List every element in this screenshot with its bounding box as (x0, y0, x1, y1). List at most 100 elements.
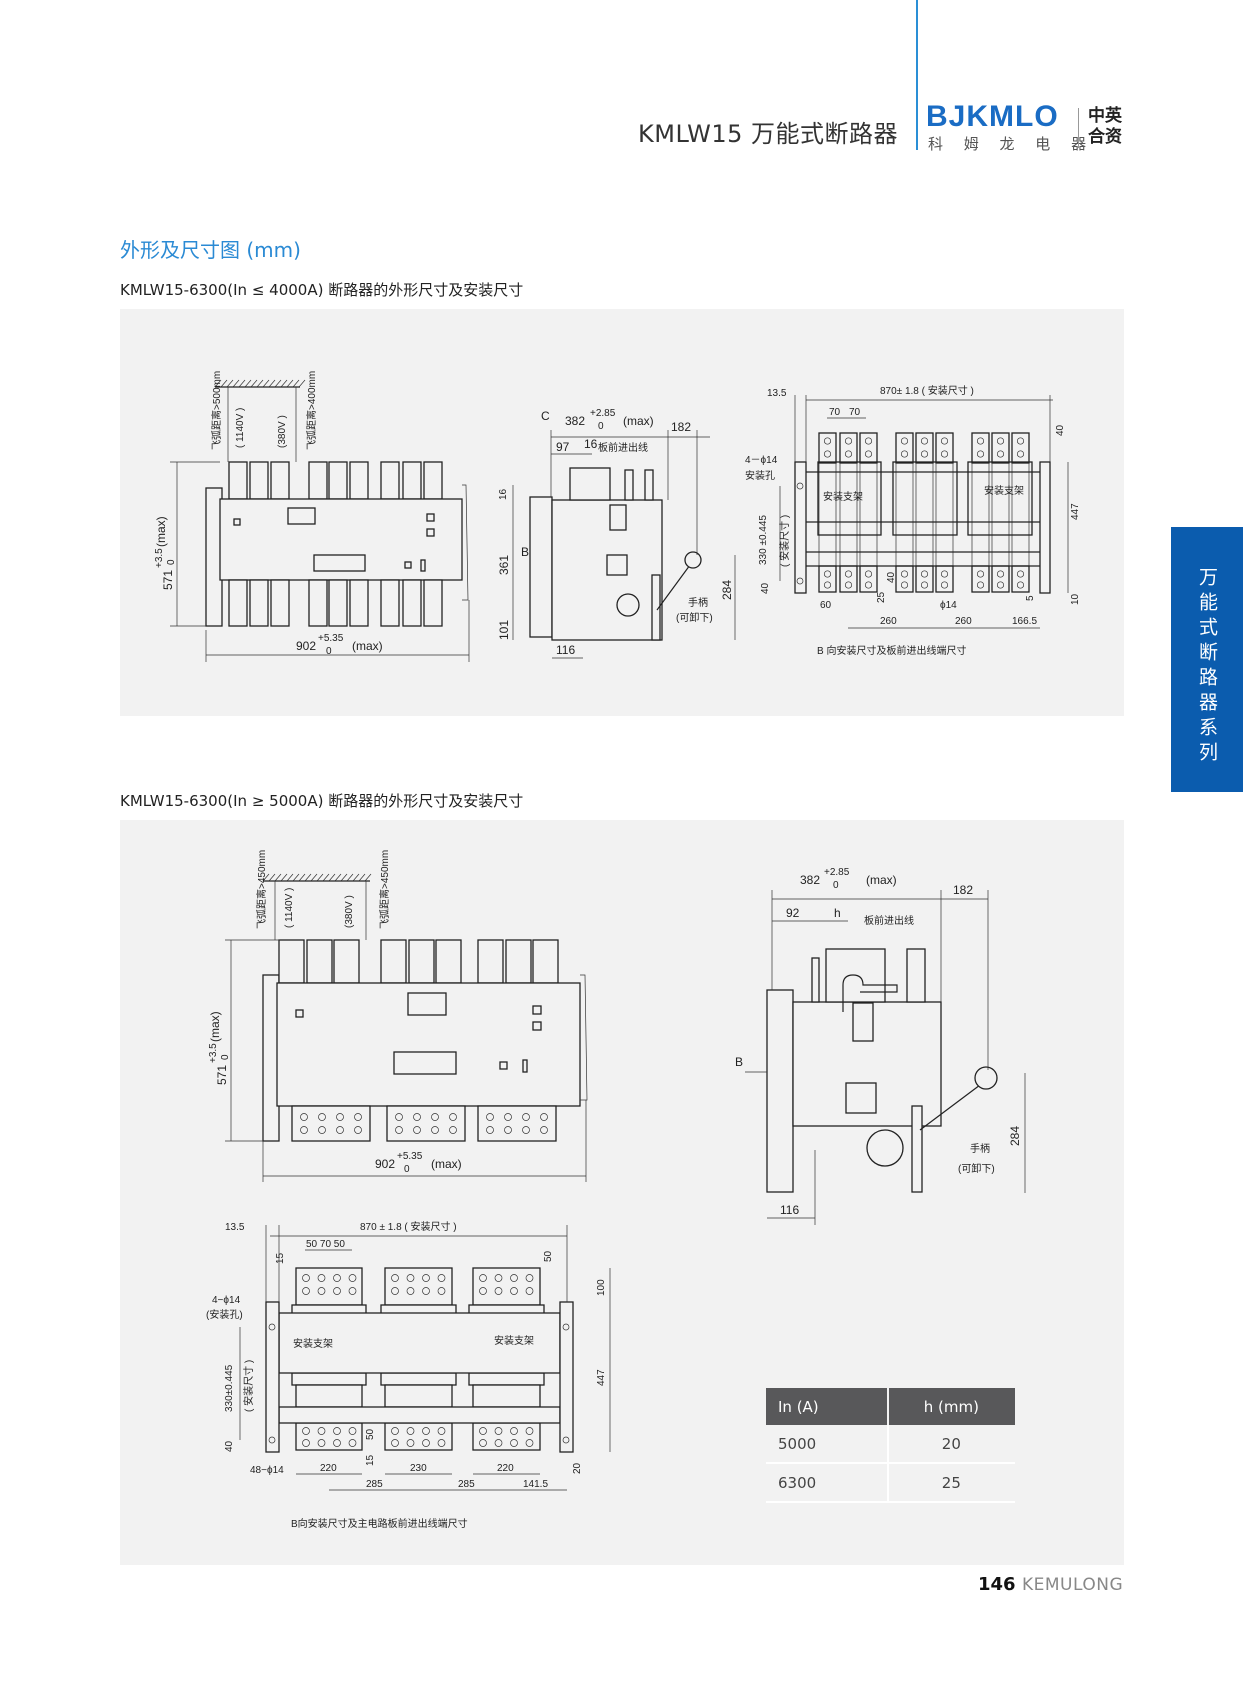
cell-current: 6300 (766, 1463, 888, 1503)
busbar-hole (864, 450, 873, 458)
busbar (859, 432, 878, 464)
terminal-hole (494, 1439, 503, 1447)
terminal-group (472, 1267, 541, 1306)
terminal-hole (494, 1274, 503, 1282)
busbar (818, 432, 837, 464)
b-view-caption: B向安装尺寸及主电路板前进出线端尺寸 (291, 1517, 468, 1530)
handle-label: 手柄 (688, 596, 708, 609)
dim-361: 361 (497, 555, 511, 575)
dim-447: 447 (1070, 503, 1081, 520)
terminal-hole (336, 1113, 344, 1121)
terminal-hole (525, 1274, 534, 1282)
mounting-bracket-label: 安装支架 (984, 484, 1024, 497)
terminal-group (384, 1267, 453, 1306)
terminal-hole (333, 1439, 341, 1447)
arc-distance-label: 飞弧距离>400mm (305, 371, 318, 450)
b-view-caption: B 向安装尺寸及板前进出线端尺寸 (817, 644, 966, 657)
fig2-b-view: 13.5 870 ± 1.8 ( 安装尺寸 ) 50 70 50 15 4−ϕ1… (206, 1220, 611, 1530)
busbar (1011, 432, 1030, 464)
badge-line-1: 中英 (1088, 106, 1122, 126)
busbar-hole (1016, 437, 1025, 445)
terminal-block (380, 579, 400, 627)
terminal-block (328, 579, 348, 627)
depth-tolerance-lower: 0 (598, 421, 604, 432)
dim-220: 220 (320, 1463, 337, 1474)
terminal-block (270, 461, 290, 500)
terminal-hole (479, 1439, 487, 1447)
wall-hatch (280, 873, 288, 882)
handle-depth-dimension: 182 (671, 420, 691, 434)
terminal-block (380, 939, 407, 984)
busbar-hole (920, 581, 929, 589)
terminal-block (249, 461, 269, 500)
wall-hatch (298, 873, 306, 882)
terminal-hole (395, 1113, 403, 1121)
dim-5: 5 (1025, 595, 1036, 601)
cell-current: 5000 (766, 1425, 888, 1464)
terminal-hole (449, 1113, 457, 1121)
figure2-caption: KMLW15-6300(In ≥ 5000A) 断路器的外形尺寸及安装尺寸 (120, 792, 524, 810)
width-tolerance-upper: +5.35 (397, 1151, 423, 1162)
terminal-block (228, 579, 248, 627)
terminal-block (328, 461, 348, 500)
busbar-hole (996, 437, 1005, 445)
busbar-hole (976, 437, 985, 445)
terminal-hole (449, 1126, 457, 1134)
dim-330: 330±0.445 (224, 1364, 235, 1412)
wall-hatch (244, 379, 252, 388)
busbar-hole (996, 581, 1005, 589)
busbar-hole (940, 437, 949, 445)
width-dimension: 902 (375, 1157, 395, 1171)
terminal-hole (318, 1113, 326, 1121)
width-max-label: (max) (431, 1157, 462, 1171)
terminal-hole (422, 1427, 430, 1435)
terminal-hole (437, 1439, 446, 1447)
terminal-hole (540, 1113, 548, 1121)
terminal-block (380, 461, 400, 500)
footer-brand: KEMULONG (1022, 1575, 1124, 1595)
dim-70: 70 (849, 407, 861, 418)
table-row: 5000 20 (766, 1425, 1015, 1464)
series-side-tab[interactable]: 万能式断路器系列 (1171, 527, 1243, 792)
terminal-hole (510, 1274, 518, 1282)
brand-logo: BJKMLO (926, 100, 1059, 133)
h-dimension-table: In (A) h (mm) 5000 20 6300 25 (766, 1388, 1015, 1503)
dim-285: 285 (366, 1479, 383, 1490)
dim-60: 60 (820, 600, 832, 611)
arc-distance-label: 飞弧距离>450mm (378, 850, 391, 929)
busbar-hole (900, 581, 909, 589)
terminal-stem (472, 1384, 541, 1408)
terminal-hole (348, 1287, 357, 1295)
busbar-hole (940, 570, 949, 578)
cell-h: 20 (886, 1425, 1015, 1464)
wall-hatch (256, 379, 264, 388)
busbar-hole (1016, 450, 1025, 458)
handle-depth-dimension: 182 (953, 883, 973, 897)
dim-285: 285 (458, 1479, 475, 1490)
dim-40-terminal: 40 (886, 571, 897, 583)
dim-13-5: 13.5 (767, 388, 787, 399)
view-b-marker: B (521, 545, 529, 559)
terminal-hole (391, 1439, 399, 1447)
mounting-holes-label: 4－ϕ14 (745, 455, 778, 466)
terminal-block (423, 461, 443, 500)
terminal-hole (302, 1274, 310, 1282)
wall-hatch (316, 873, 324, 882)
busbar-hole (823, 450, 832, 458)
width-max-label: (max) (352, 639, 383, 653)
terminal-hole (422, 1439, 430, 1447)
terminal-stem (295, 1384, 363, 1408)
wall-hatch (334, 873, 342, 882)
terminal-hole (317, 1427, 326, 1435)
cell-h: 25 (886, 1463, 1015, 1503)
terminal-group (295, 1267, 363, 1306)
terminal-hole (504, 1113, 512, 1121)
dim-166-5: 166.5 (1012, 616, 1037, 627)
terminal-hole (525, 1287, 534, 1295)
terminal-hole (318, 1126, 326, 1134)
mounting-holes-label: 4−ϕ14 (212, 1295, 241, 1306)
mounting-size-note: ( 安装尺寸 ) (778, 515, 791, 567)
dim-40-top: 40 (1055, 424, 1066, 436)
height-tolerance-lower: 0 (220, 1054, 231, 1060)
